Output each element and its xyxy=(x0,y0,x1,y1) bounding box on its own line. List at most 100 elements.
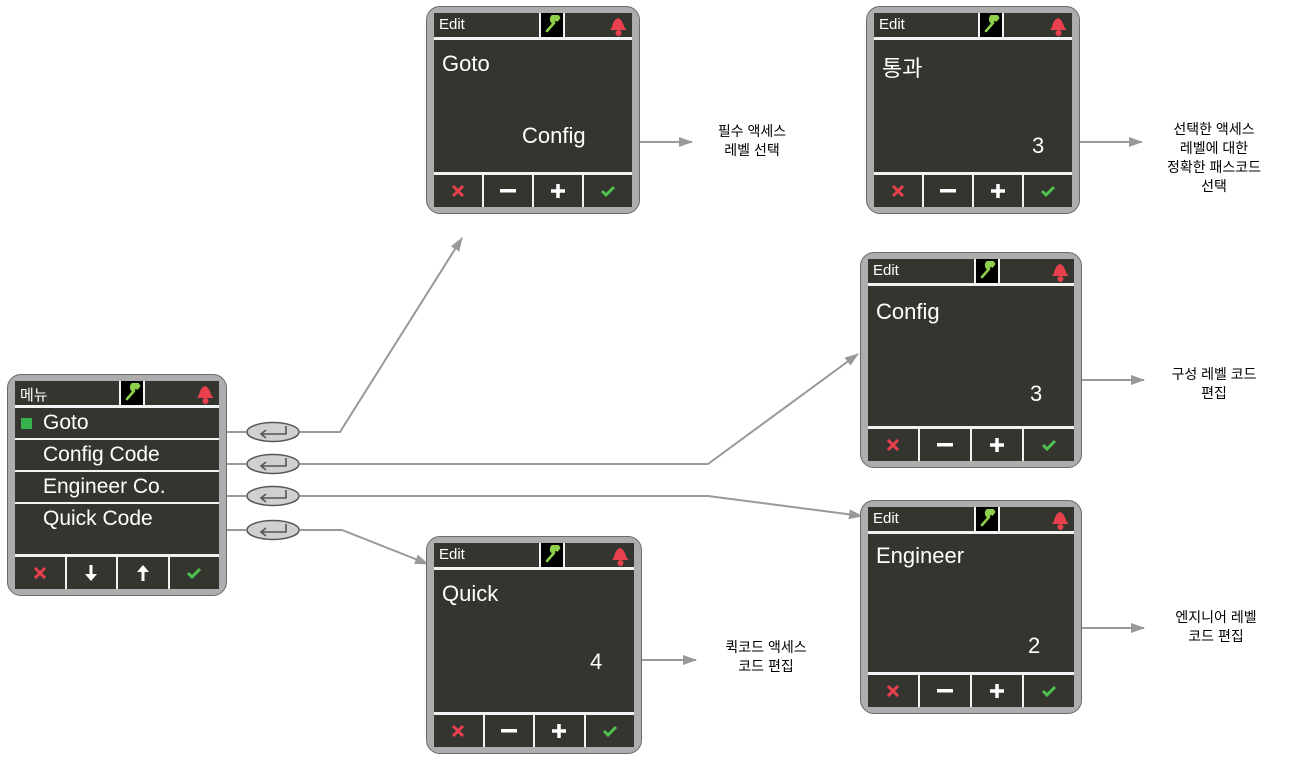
menu-item-label: Quick Code xyxy=(43,507,153,530)
menu-item-engineer-code[interactable]: Engineer Co. xyxy=(15,472,219,504)
cross-icon xyxy=(891,184,905,198)
engineer-edit-device: Edit Engineer 2 xyxy=(860,500,1082,714)
menu-header-bar: 메뉴 xyxy=(15,381,219,408)
caption-line: 코드 편집 xyxy=(1188,628,1244,644)
edit-value[interactable]: 2 xyxy=(1028,633,1041,658)
confirm-button[interactable] xyxy=(1022,675,1074,707)
cross-icon xyxy=(886,438,900,452)
minus-icon xyxy=(937,443,953,447)
menu-item-label: Goto xyxy=(43,411,89,434)
caption-line: 레벨에 대한 xyxy=(1179,140,1249,156)
caption-line: 레벨 선택 xyxy=(724,142,780,158)
minus-icon xyxy=(500,189,516,193)
edit-header-bar: Edit xyxy=(868,259,1074,286)
bell-icon xyxy=(197,386,214,404)
edit-header-label: Edit xyxy=(879,16,905,33)
confirm-button[interactable] xyxy=(1022,175,1072,207)
increment-button[interactable] xyxy=(533,715,584,747)
menu-item-quick-code[interactable]: Quick Code xyxy=(15,504,219,536)
edit-softkey-bar xyxy=(434,712,634,747)
edit-value[interactable]: Config xyxy=(522,123,586,148)
goto-caption: 필수 액세스 레벨 선택 xyxy=(718,122,786,160)
menu-item-goto[interactable]: Goto xyxy=(15,408,219,440)
decrement-button[interactable] xyxy=(918,675,970,707)
check-icon xyxy=(187,567,202,579)
cancel-button[interactable] xyxy=(868,675,918,707)
route-to-engineer xyxy=(300,495,863,520)
menu-screen: 메뉴 Goto Config Code Engineer Co. Quick C… xyxy=(15,381,219,589)
edit-header-label: Edit xyxy=(439,546,465,563)
cancel-button[interactable] xyxy=(434,715,483,747)
caption-line: 정확한 패스코드 xyxy=(1166,159,1262,175)
cancel-button[interactable] xyxy=(434,175,482,207)
edit-value[interactable]: 3 xyxy=(1032,133,1045,158)
wrench-icon xyxy=(974,507,1000,531)
minus-icon xyxy=(500,729,517,733)
decrement-button[interactable] xyxy=(918,429,970,461)
bell-icon xyxy=(1052,512,1069,530)
wrench-icon xyxy=(978,13,1004,37)
increment-button[interactable] xyxy=(970,429,1022,461)
edit-title: 통과 xyxy=(882,56,923,81)
plus-icon xyxy=(990,684,1004,698)
quick-caption: 퀵코드 액세스 코드 편집 xyxy=(725,638,806,676)
up-button[interactable] xyxy=(116,557,168,589)
cross-icon xyxy=(886,684,900,698)
confirm-button[interactable] xyxy=(582,175,632,207)
plus-icon xyxy=(552,724,567,738)
increment-button[interactable] xyxy=(970,675,1022,707)
caption-line: 구성 레벨 코드 xyxy=(1171,366,1257,382)
decrement-button[interactable] xyxy=(482,715,534,747)
menu-item-config-code[interactable]: Config Code xyxy=(15,440,219,472)
edit-softkey-bar xyxy=(434,172,632,207)
selection-marker xyxy=(21,418,32,429)
enter-key-icon xyxy=(246,485,300,507)
wrench-icon xyxy=(974,259,1000,283)
passcode-caption: 선택한 액세스 레벨에 대한 정확한 패스코드 선택 xyxy=(1167,120,1261,196)
edit-header-label: Edit xyxy=(439,16,465,33)
edit-title: Quick xyxy=(442,581,499,606)
menu-device: 메뉴 Goto Config Code Engineer Co. Quick C… xyxy=(7,374,227,596)
plus-icon xyxy=(990,438,1004,452)
cross-icon xyxy=(452,724,465,738)
increment-button[interactable] xyxy=(972,175,1022,207)
confirm-button[interactable] xyxy=(583,715,635,747)
bell-icon xyxy=(1052,264,1069,282)
enter-key-icon xyxy=(246,421,300,443)
increment-button[interactable] xyxy=(532,175,582,207)
caption-line: 퀵코드 액세스 xyxy=(725,639,807,655)
edit-header-bar: Edit xyxy=(874,13,1072,40)
edit-title: Goto xyxy=(442,51,490,76)
edit-header-bar: Edit xyxy=(434,13,632,40)
confirm-button[interactable] xyxy=(1022,429,1074,461)
config-edit-device: Edit Config 3 xyxy=(860,252,1082,468)
edit-softkey-bar xyxy=(874,172,1072,207)
check-icon xyxy=(602,725,617,737)
decrement-button[interactable] xyxy=(482,175,532,207)
cancel-button[interactable] xyxy=(868,429,918,461)
edit-value[interactable]: 3 xyxy=(1030,381,1043,406)
caption-line: 엔지니어 레벨 xyxy=(1175,609,1257,625)
edit-value[interactable]: 4 xyxy=(590,649,603,674)
minus-icon xyxy=(940,189,956,193)
quick-edit-device: Edit Quick 4 xyxy=(426,536,642,754)
decrement-button[interactable] xyxy=(922,175,972,207)
goto-edit-device: Edit Goto Config xyxy=(426,6,640,214)
goto-edit-screen: Edit Goto Config xyxy=(434,13,632,207)
down-button[interactable] xyxy=(64,557,117,589)
wrench-icon xyxy=(119,381,145,405)
edit-softkey-bar xyxy=(868,426,1074,461)
confirm-button[interactable] xyxy=(167,557,220,589)
edit-header-bar: Edit xyxy=(434,543,634,570)
wrench-icon xyxy=(539,543,565,567)
cross-icon xyxy=(33,566,46,580)
edit-header-label: Edit xyxy=(873,262,899,279)
arrow-down-icon xyxy=(85,565,98,581)
passcode-edit-device: Edit 통과 3 xyxy=(866,6,1080,214)
check-icon xyxy=(1041,685,1057,697)
cancel-button[interactable] xyxy=(15,557,65,589)
engineer-caption: 엔지니어 레벨 코드 편집 xyxy=(1175,608,1256,646)
cancel-button[interactable] xyxy=(874,175,922,207)
plus-icon xyxy=(991,184,1005,198)
edit-softkey-bar xyxy=(868,672,1074,707)
